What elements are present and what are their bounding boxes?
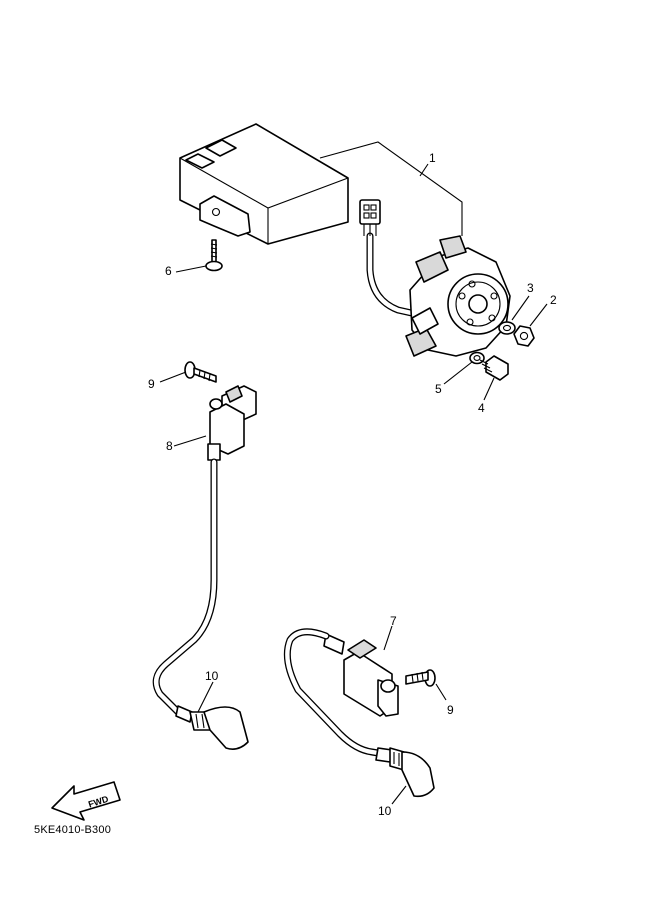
diagram-code: 5KE4010-B300	[34, 824, 112, 836]
plug-cap-10-left	[175, 705, 249, 750]
fwd-arrow-icon: FWD	[51, 781, 121, 821]
callout-5: 5	[435, 382, 442, 396]
callout-7: 7	[390, 614, 397, 628]
nut-2	[513, 325, 535, 347]
callout-10-right: 10	[378, 804, 392, 818]
leader-lines	[159, 163, 548, 805]
callout-3: 3	[527, 281, 534, 295]
callout-9-upper: 9	[148, 377, 155, 391]
ht-cable-upper	[152, 458, 218, 716]
stator-assembly	[359, 199, 511, 357]
bolt-6	[205, 239, 223, 272]
callout-10-left: 10	[205, 669, 219, 683]
callout-4: 4	[478, 401, 485, 415]
ignition-coil-8	[207, 385, 257, 461]
callout-2: 2	[550, 293, 557, 307]
callout-6: 6	[165, 264, 172, 278]
bolt-4	[479, 355, 509, 381]
washer-5	[469, 351, 485, 365]
callout-9-lower: 9	[447, 703, 454, 717]
washer-3	[498, 321, 516, 335]
ht-cable-lower	[283, 628, 388, 758]
plug-cap-10-right	[375, 747, 435, 798]
ignition-coil-7	[323, 633, 399, 717]
bolt-9-upper	[184, 361, 217, 383]
callout-8: 8	[166, 439, 173, 453]
callout-1: 1	[429, 151, 436, 165]
bolt-9-lower	[405, 669, 436, 687]
cdi-unit	[179, 123, 349, 245]
